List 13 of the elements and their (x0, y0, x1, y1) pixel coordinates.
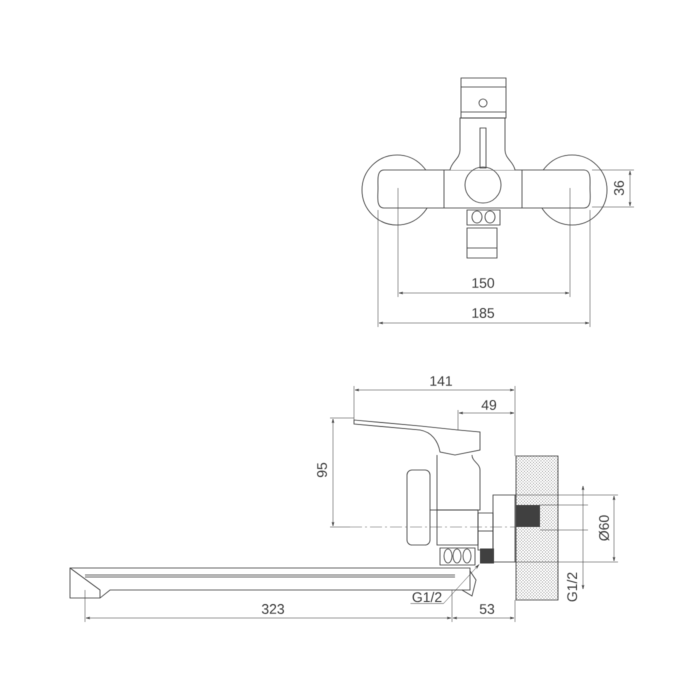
dimension-text: G1/2 (566, 572, 578, 602)
dimension-text: 36 (614, 180, 624, 196)
leader-line (410, 564, 480, 604)
dimension-text: 53 (480, 604, 494, 614)
callout-text: G1/2 (412, 592, 442, 602)
dimension-text: Ø60 (598, 515, 610, 541)
thread-connector (480, 548, 494, 564)
dimension-text: 95 (317, 462, 327, 478)
dimension-text: 185 (472, 308, 494, 318)
dimension-text: 150 (472, 278, 494, 288)
dimension-text: 141 (430, 376, 452, 386)
dimension-text: 323 (262, 604, 284, 614)
dimension-text: 49 (482, 400, 496, 410)
